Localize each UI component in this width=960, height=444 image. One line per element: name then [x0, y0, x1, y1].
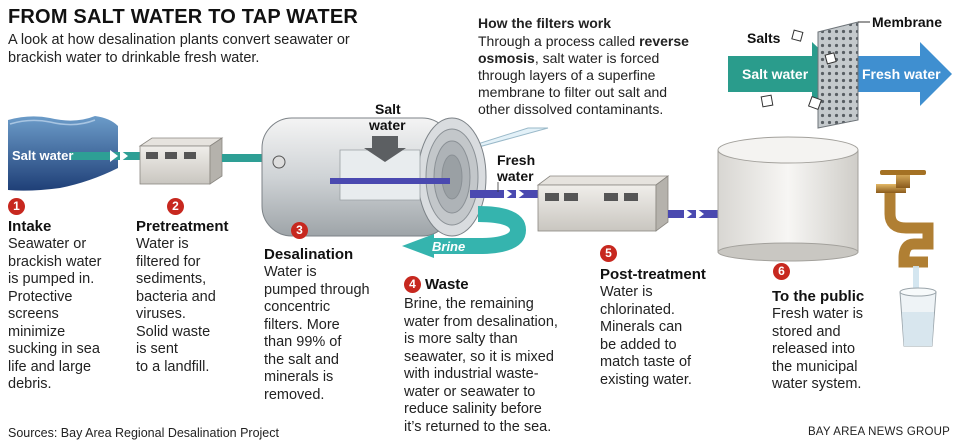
page-title: FROM SALT WATER TO TAP WATER — [8, 6, 359, 28]
step-1-title: Intake — [8, 218, 52, 235]
step-5-number: 5 — [600, 245, 617, 262]
step-3-line: concentric — [264, 299, 331, 315]
step-5-line: Minerals can — [600, 319, 683, 335]
post-to-tank-pipe — [668, 208, 720, 220]
sources-note: Sources: Bay Area Regional Desalination … — [8, 426, 279, 440]
storage-tank — [717, 136, 859, 262]
inset-salt-water-arrow — [728, 42, 846, 106]
ocean-label: Salt water — [12, 148, 74, 163]
step-2-line: is sent — [136, 341, 178, 357]
step-5-desc: Water is chlorinated. Minerals can be ad… — [600, 284, 692, 389]
step-5-line: Water is — [600, 284, 653, 300]
step-6-line: stored and — [772, 323, 841, 340]
step-1-line: Seawater or — [8, 236, 87, 252]
step-3-line: filters. More — [264, 316, 340, 333]
membrane-panel — [817, 21, 859, 129]
inset-body-bold: reverse osmosis — [478, 33, 689, 66]
step-2-line: Water is — [136, 236, 189, 252]
step-6-line: water system. — [772, 376, 862, 392]
step-6-desc: Fresh water is stored and released into … — [772, 306, 863, 394]
salts-label: Salts — [747, 30, 781, 46]
step-1-desc: Seawater or brackish water is pumped in.… — [8, 236, 101, 394]
step-3-line: Water is — [264, 264, 317, 280]
fresh-water-label-line1: Fresh — [497, 152, 536, 168]
step-6-line: Fresh water is — [772, 306, 864, 322]
step-5-line: chlorinated. — [600, 301, 675, 318]
step-1-line: Protective — [8, 288, 73, 305]
step-3-title: Desalination — [264, 246, 354, 263]
step-3-line: minerals is — [264, 369, 334, 385]
step-4-line: water from desalination, — [404, 313, 558, 330]
step-4-desc: Brine, the remaining water from desalina… — [404, 296, 558, 436]
page-subtitle: A look at how desalination plants conver… — [8, 32, 350, 66]
step-1-line: minimize — [8, 323, 66, 340]
step-5-line: be added to — [600, 336, 677, 353]
step-2-line: sediments, — [136, 271, 207, 287]
step-1-line: life and large — [8, 358, 92, 375]
ocean — [8, 116, 118, 191]
step-4-line: with industrial waste- — [404, 366, 539, 382]
step-2-desc: Water is filtered for sediments, bacteri… — [136, 236, 216, 376]
step-3-desc: Water is pumped through concentric filte… — [264, 264, 370, 404]
step-2-line: viruses. — [136, 306, 186, 322]
step-1-line: sucking in sea — [8, 341, 100, 357]
inset-body-pre: Through a process called — [478, 33, 640, 49]
step-1-line: brackish water — [8, 253, 102, 270]
step-6-title: To the public — [772, 288, 865, 305]
step-4-line: Brine, the remaining — [404, 296, 534, 312]
credit-line: BAY AREA NEWS GROUP — [807, 426, 950, 438]
step-5-line: existing water. — [600, 371, 692, 388]
salt-water-label-line1: Salt — [375, 101, 401, 117]
step-2-title: Pretreatment — [136, 218, 229, 235]
step-3-line: the salt and — [264, 351, 339, 368]
step-5-title: Post-treatment — [600, 266, 706, 283]
step-6-number: 6 — [773, 263, 790, 280]
step-4-title: Waste — [425, 276, 469, 293]
step-4-number: 4 — [404, 276, 421, 293]
step-4-line: reduce salinity before — [404, 401, 542, 417]
drinking-glass — [899, 266, 937, 347]
fresh-water-pipe — [470, 188, 540, 200]
inset-fresh-water-arrow — [842, 42, 952, 106]
inset-heading: How the filters work — [478, 15, 612, 31]
brine-pipe — [402, 206, 527, 258]
inset-fresh-water-label: Fresh water — [862, 66, 941, 82]
step-2-line: Solid waste — [136, 323, 211, 340]
step-2-number: 2 — [167, 198, 184, 215]
faucet — [876, 170, 934, 268]
pretreatment-unit — [138, 137, 224, 185]
inset-body: Through a process called reverse osmosis… — [478, 33, 700, 118]
step-3-number: 3 — [291, 222, 308, 239]
step-4-line: is more salty than — [404, 331, 518, 347]
salt-cubes — [760, 29, 837, 111]
step-3-line: removed. — [264, 386, 325, 403]
step-4-line: seawater, so it is mixed — [404, 348, 554, 365]
brine-label: Brine — [432, 239, 466, 254]
step-6-line: released into — [772, 341, 856, 357]
step-3-line: than 99% of — [264, 334, 342, 350]
salt-water-label-line2: water — [369, 117, 406, 133]
desalination-cylinder — [261, 117, 487, 237]
step-5-line: match taste of — [600, 354, 692, 370]
step-1-line: debris. — [8, 376, 52, 392]
step-1-line: is pumped in. — [8, 271, 95, 287]
step-2-line: bacteria and — [136, 288, 216, 305]
step-1-line: screens — [8, 306, 59, 322]
step-2-line: filtered for — [136, 253, 201, 270]
step-2-line: to a landfill. — [136, 358, 210, 375]
fresh-water-label-line2: water — [497, 168, 534, 184]
membrane-label: Membrane — [872, 14, 943, 30]
step-6-line: the municipal — [772, 358, 858, 375]
inset-body-post: , salt water is forced through layers of… — [478, 50, 668, 117]
post-treatment-unit — [536, 175, 670, 232]
step-3-line: pumped through — [264, 281, 370, 298]
intake-pipe — [70, 150, 142, 162]
step-1-number: 1 — [8, 198, 25, 215]
step-4-line: water or seawater to — [404, 383, 536, 400]
inset-salt-water-label: Salt water — [742, 66, 809, 82]
step-4-line: it’s returned to the sea. — [404, 418, 552, 435]
